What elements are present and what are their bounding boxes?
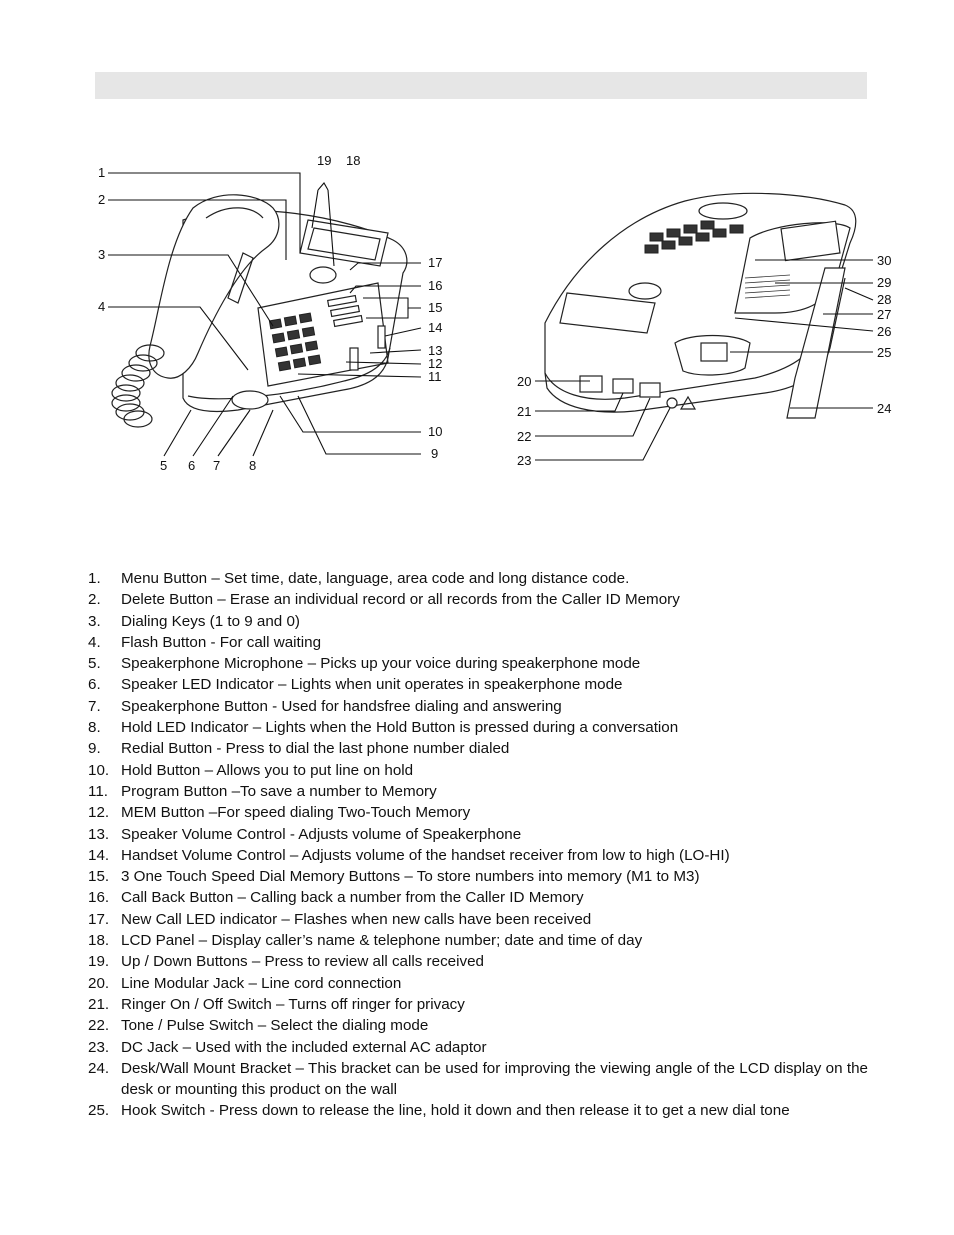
legend-item: 11.Program Button –To save a number to M… xyxy=(88,782,437,800)
legend-item: 7.Speakerphone Button - Used for handsfr… xyxy=(88,697,562,715)
callout-7: 7 xyxy=(213,458,220,473)
callout-19: 19 xyxy=(317,153,331,168)
phone-front-view-diagram: 1 2 3 4 5 6 7 8 9 10 11 12 13 14 15 16 1… xyxy=(98,153,442,473)
callout-11: 11 xyxy=(428,369,442,384)
legend-item: 24.Desk/Wall Mount Bracket – This bracke… xyxy=(88,1059,868,1099)
phone-back-drawing xyxy=(544,192,857,419)
legend-item: 5.Speakerphone Microphone – Picks up you… xyxy=(88,655,641,673)
callout-18: 18 xyxy=(346,153,360,168)
back-leader-lines xyxy=(535,259,874,461)
callout-25: 25 xyxy=(877,345,891,360)
phone-front-drawing xyxy=(111,194,408,428)
back-callout-labels: 20 21 22 23 24 25 26 27 28 29 30 xyxy=(517,253,891,468)
callout-30: 30 xyxy=(877,253,891,268)
callout-24: 24 xyxy=(877,401,891,416)
legend-item: 17.New Call LED indicator – Flashes when… xyxy=(88,910,592,928)
callout-6: 6 xyxy=(188,458,195,473)
legend-item: 22.Tone / Pulse Switch – Select the dial… xyxy=(88,1017,429,1035)
legend-item: 6.Speaker LED Indicator – Lights when un… xyxy=(88,676,623,694)
callout-9: 9 xyxy=(431,446,438,461)
callout-22: 22 xyxy=(517,429,531,444)
phone-back-view-diagram: 20 21 22 23 24 25 26 27 28 29 30 xyxy=(517,192,891,468)
legend-item: 8.Hold LED Indicator – Lights when the H… xyxy=(88,719,679,737)
callout-10: 10 xyxy=(428,424,442,439)
legend-item: 13.Speaker Volume Control - Adjusts volu… xyxy=(88,825,522,843)
callout-14: 14 xyxy=(428,320,442,335)
legend-item: 20.Line Modular Jack – Line cord connect… xyxy=(88,974,402,992)
legend-item: 15.3 One Touch Speed Dial Memory Buttons… xyxy=(88,868,700,886)
legend-item: 1.Menu Button – Set time, date, language… xyxy=(88,570,630,587)
legend-item: 23.DC Jack – Used with the included exte… xyxy=(88,1038,487,1056)
callout-16: 16 xyxy=(428,278,442,293)
front-callout-labels: 1 2 3 4 5 6 7 8 9 10 11 12 13 14 15 16 1… xyxy=(98,153,442,473)
callout-2: 2 xyxy=(98,192,105,207)
section-header-bar xyxy=(95,72,867,99)
callout-26: 26 xyxy=(877,324,891,339)
callout-1: 1 xyxy=(98,165,105,180)
legend-item: 25.Hook Switch - Press down to release t… xyxy=(88,1102,790,1120)
legend-item: 2.Delete Button – Erase an individual re… xyxy=(88,591,680,609)
legend-item: 4.Flash Button - For call waiting xyxy=(88,633,322,651)
legend-item: 16.Call Back Button – Calling back a num… xyxy=(88,889,584,907)
callout-20: 20 xyxy=(517,374,531,389)
callout-8: 8 xyxy=(249,458,256,473)
callout-15: 15 xyxy=(428,300,442,315)
callout-13: 13 xyxy=(428,343,442,358)
legend-item: 10.Hold Button – Allows you to put line … xyxy=(88,761,414,779)
callout-27: 27 xyxy=(877,307,891,322)
callout-23: 23 xyxy=(517,453,531,468)
callout-4: 4 xyxy=(98,299,105,314)
parts-legend-list: 1.Menu Button – Set time, date, language… xyxy=(88,568,868,1122)
callout-29: 29 xyxy=(877,275,891,290)
legend-item: 12.MEM Button –For speed dialing Two-Tou… xyxy=(88,804,471,822)
legend-item: 19.Up / Down Buttons – Press to review a… xyxy=(88,953,484,971)
legend-item: 21.Ringer On / Off Switch – Turns off ri… xyxy=(88,995,465,1013)
legend-item: 3.Dialing Keys (1 to 9 and 0) xyxy=(88,612,300,630)
legend-item: 18.LCD Panel – Display caller’s name & t… xyxy=(88,932,643,950)
callout-5: 5 xyxy=(160,458,167,473)
callout-17: 17 xyxy=(428,255,442,270)
front-leader-lines xyxy=(108,172,422,457)
callout-21: 21 xyxy=(517,404,531,419)
legend-item: 9.Redial Button - Press to dial the last… xyxy=(88,740,510,758)
callout-3: 3 xyxy=(98,247,105,262)
callout-28: 28 xyxy=(877,292,891,307)
legend-item: 14.Handset Volume Control – Adjusts volu… xyxy=(88,846,730,864)
callout-12: 12 xyxy=(428,356,442,371)
